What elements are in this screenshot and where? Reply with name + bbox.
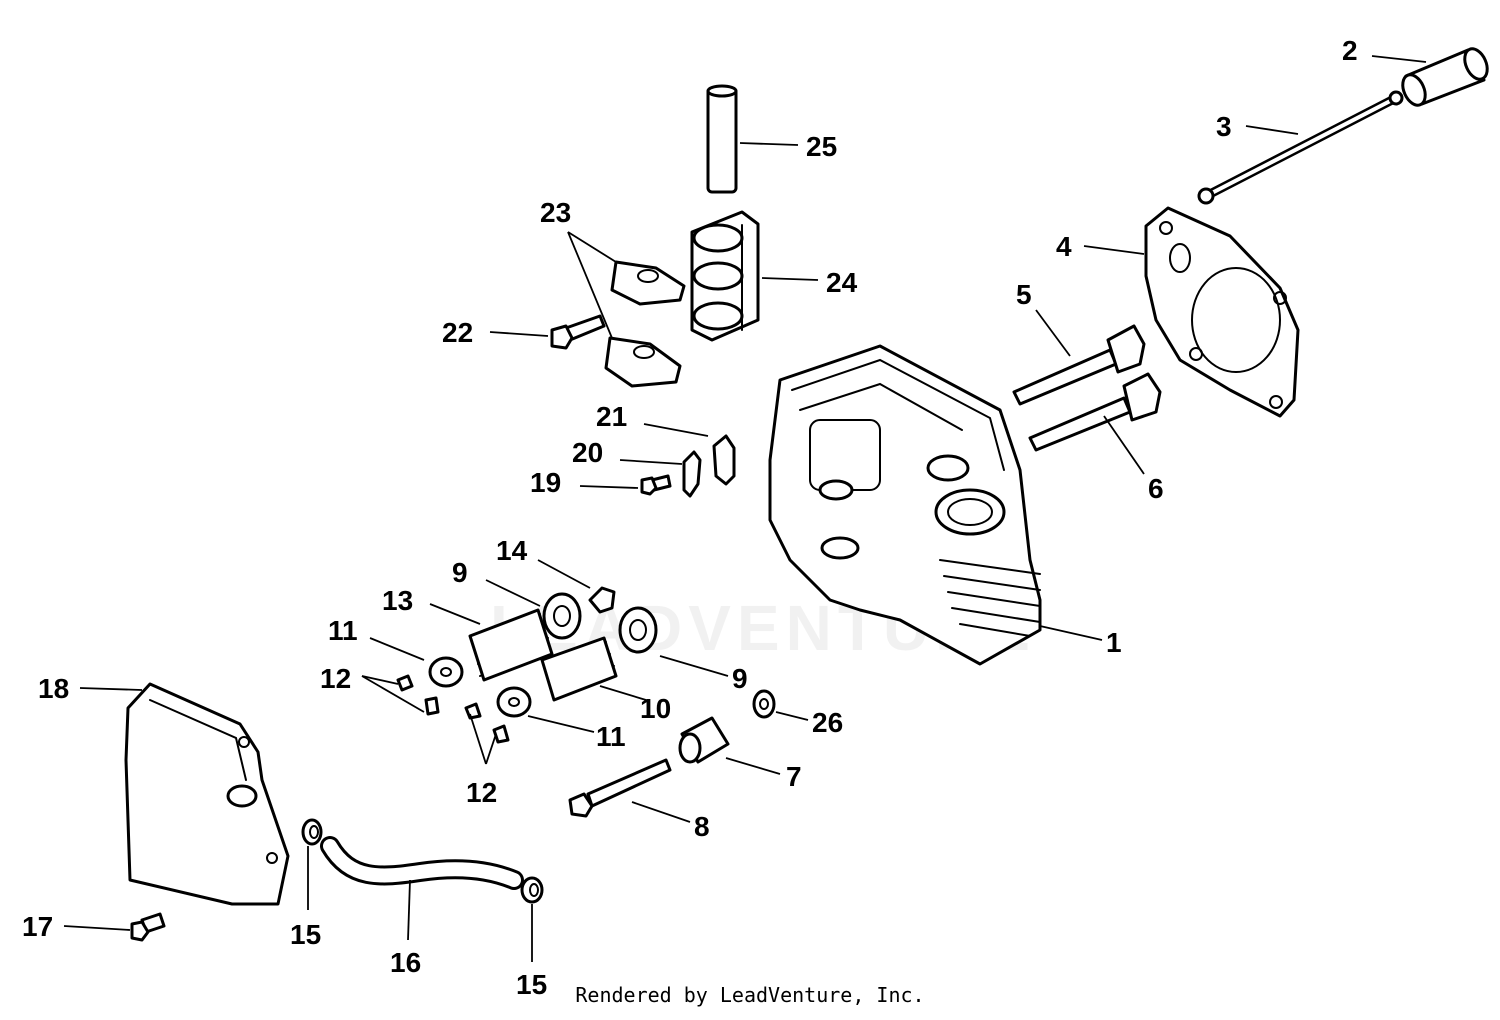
part-8-bolt[interactable] [568, 758, 672, 818]
footer-credit: Rendered by LeadVenture, Inc. [575, 983, 925, 1007]
part-15-clamp-right[interactable] [520, 876, 544, 904]
callout-11-lower[interactable]: 11 [596, 721, 626, 752]
part-24-rocker-bracket[interactable] [690, 210, 760, 342]
part-14-seal[interactable] [588, 586, 616, 614]
part-11-washer-upper[interactable] [428, 656, 464, 688]
callout-11-upper[interactable]: 11 [328, 615, 358, 646]
part-25-shaft[interactable] [706, 84, 738, 194]
part-15-clamp-left[interactable] [301, 818, 323, 846]
part-16-hose[interactable] [320, 836, 524, 890]
part-20-guide[interactable] [682, 450, 702, 498]
callout-8[interactable]: 8 [694, 811, 710, 842]
callout-15-left[interactable]: 15 [290, 919, 321, 950]
callout-19[interactable]: 19 [530, 467, 561, 498]
callout-9-lower[interactable]: 9 [732, 663, 748, 694]
callout-13[interactable]: 13 [382, 585, 413, 616]
part-23-rocker-arm-upper[interactable] [610, 260, 686, 306]
callout-4[interactable]: 4 [1056, 231, 1072, 262]
callout-16[interactable]: 16 [390, 947, 421, 978]
part-4-gasket[interactable] [1144, 206, 1300, 418]
callout-20[interactable]: 20 [572, 437, 603, 468]
callout-7[interactable]: 7 [786, 761, 802, 792]
part-18-valve-cover[interactable] [124, 682, 290, 906]
part-6-valve[interactable] [1028, 372, 1162, 452]
part-12-keepers-upper[interactable] [396, 674, 440, 716]
callout-labels: 1 2 3 4 5 6 7 8 9 9 10 11 11 12 12 13 14… [22, 35, 1358, 1000]
callout-12-upper[interactable]: 12 [320, 663, 351, 694]
callout-25[interactable]: 25 [806, 131, 837, 162]
part-2-tappet[interactable] [1398, 45, 1491, 108]
callout-3[interactable]: 3 [1216, 111, 1232, 142]
part-9-cap-lower[interactable] [618, 606, 658, 654]
callout-2[interactable]: 2 [1342, 35, 1358, 66]
callout-26[interactable]: 26 [812, 707, 843, 738]
callout-15-right[interactable]: 15 [516, 969, 547, 1000]
callout-10[interactable]: 10 [640, 693, 671, 724]
callout-18[interactable]: 18 [38, 673, 69, 704]
part-13-valve-spring[interactable] [468, 608, 554, 682]
part-7-spacer[interactable] [678, 716, 730, 764]
callout-24[interactable]: 24 [826, 267, 858, 298]
callout-1[interactable]: 1 [1106, 627, 1122, 658]
part-26-washer[interactable] [752, 689, 776, 719]
leader-lines [63, 55, 1427, 962]
part-22-bolt[interactable] [550, 314, 606, 350]
part-19-screw[interactable] [640, 474, 672, 496]
part-12-keepers-lower[interactable] [464, 702, 510, 744]
part-17-screw[interactable] [130, 912, 166, 942]
callout-14[interactable]: 14 [496, 535, 528, 566]
part-1-cylinder-head[interactable] [768, 344, 1042, 666]
callout-12-lower[interactable]: 12 [466, 777, 497, 808]
callout-5[interactable]: 5 [1016, 279, 1032, 310]
callout-6[interactable]: 6 [1148, 473, 1164, 504]
part-21-clip[interactable] [712, 434, 736, 486]
part-10-valve-spring[interactable] [540, 636, 618, 702]
part-3-push-rod[interactable] [1197, 90, 1404, 205]
part-23-rocker-arm-lower[interactable] [604, 336, 682, 388]
callout-9-upper[interactable]: 9 [452, 557, 468, 588]
part-11-washer-lower[interactable] [496, 686, 532, 718]
callout-23[interactable]: 23 [540, 197, 571, 228]
callout-17[interactable]: 17 [22, 911, 53, 942]
callout-22[interactable]: 22 [442, 317, 473, 348]
part-5-valve[interactable] [1012, 324, 1146, 406]
callout-21[interactable]: 21 [596, 401, 627, 432]
part-9-cap-upper[interactable] [542, 592, 582, 640]
